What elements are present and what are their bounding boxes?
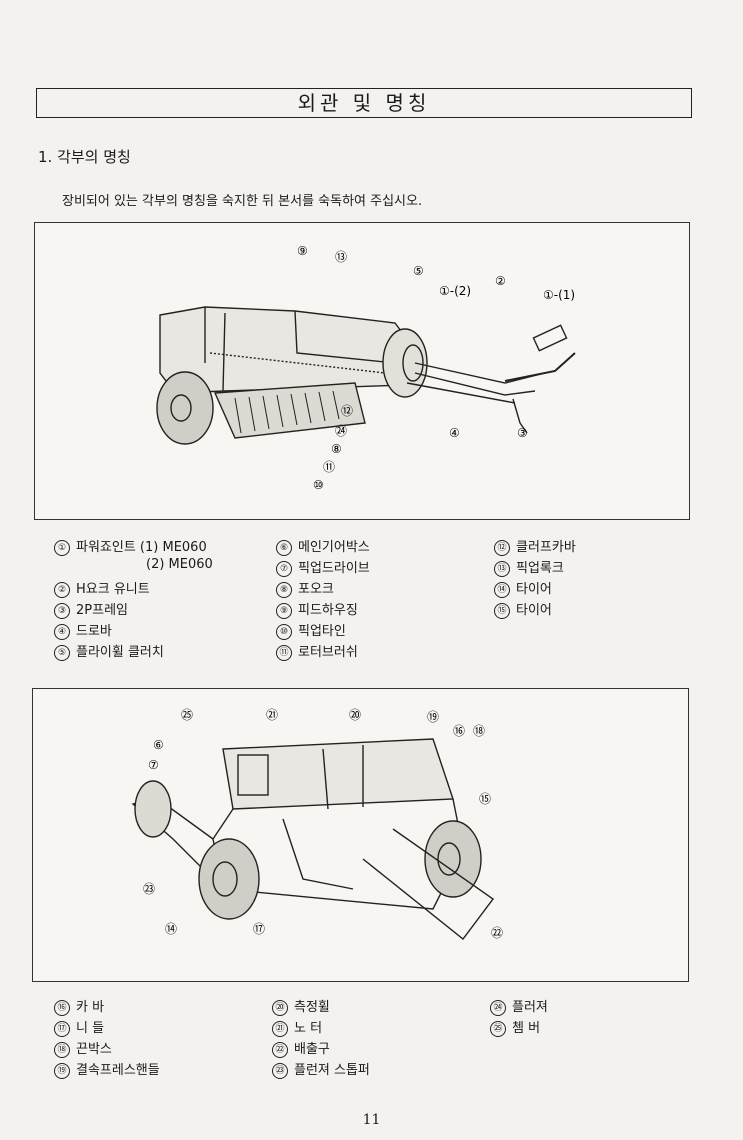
callout: ⑮ [479,792,491,806]
page-number: 11 [362,1112,381,1128]
legend-label: 배출구 [294,1042,330,1057]
legend-label: 끈박스 [76,1042,112,1057]
legend-number: ㉑ [272,1021,288,1037]
legend-label: 피드하우징 [298,603,358,618]
legend-number: ⑦ [276,561,292,577]
baler-front-figure: ⑨ ⑬ ⑤ ①-(2) ② ①-(1) ⑫ ㉔ ⑧ ⑪ ⑩ ④ ③ [34,222,690,520]
callout: ⑩ [313,478,324,492]
page-title: 외관 및 명칭 [36,88,692,118]
legend-label: 플러져 [512,1000,548,1015]
legend-label: 타이어 [516,603,552,618]
baler-rear-drawing: ㉕ ㉑ ⑳ ⑲ ⑯ ⑱ ⑥ ⑦ ⑮ ㉓ ⑭ ⑰ ㉒ [131,708,503,940]
legend-number: ⑩ [276,624,292,640]
legend-number: ⑧ [276,582,292,598]
callout: ② [495,274,506,288]
legend-number: ⑱ [54,1042,70,1058]
legend-label: 2P프레임 [76,603,128,618]
legend-number: ⑰ [54,1021,70,1037]
legend-number: ⑯ [54,1000,70,1016]
callout: ㉓ [143,882,155,896]
legend-number: ⑫ [494,540,510,556]
figure1-callouts: ⑨ ⑬ ⑤ ①-(2) ② ①-(1) ⑫ ㉔ ⑧ ⑪ ⑩ ④ ③ [297,244,575,492]
callout: ㉒ [491,926,503,940]
legend-label: 니 들 [76,1021,105,1036]
legend-number: ⑬ [494,561,510,577]
callout: ⑱ [473,724,485,738]
legend-number: ⑲ [54,1063,70,1079]
legend-number: ㉕ [490,1021,506,1037]
legend-label: 픽업드라이브 [298,561,370,576]
legend-number: ㉒ [272,1042,288,1058]
legend-label: 노 터 [294,1021,323,1036]
legend-label: 포오크 [298,582,334,597]
callout: ⑧ [331,442,342,456]
legend-label: 플라이휠 클러치 [76,645,164,660]
legend-number: ㉔ [490,1000,506,1016]
callout: ⑲ [427,710,439,724]
callout: ㉔ [335,424,347,438]
callout: ⑫ [341,404,353,418]
legend-number: ⑥ [276,540,292,556]
callout: ①-(1) [543,288,575,302]
callout: ③ [517,426,528,440]
legend-label: H요크 유니트 [76,582,150,597]
intro-text: 장비되어 있는 각부의 명칭을 숙지한 뒤 본서를 숙독하여 주십시오. [62,194,423,209]
legend-label: 플런져 스톱퍼 [294,1063,370,1078]
callout: ①-(2) [439,284,471,298]
legend-number: ⑤ [54,645,70,661]
legend-number: ⑳ [272,1000,288,1016]
legend-label: 측정휠 [294,1000,330,1015]
callout: ⑯ [453,724,465,738]
callout: ⑨ [297,244,308,258]
legend-number: ① [54,540,70,556]
legend-label: 픽업타인 [298,624,346,639]
callout: ⑬ [335,250,347,264]
legend-label: (2) ME060 [146,557,213,572]
legend-number: ⑨ [276,603,292,619]
callout: ㉕ [181,708,193,722]
callout: ⑭ [165,922,177,936]
callout: ⑰ [253,922,265,936]
legend-number: ② [54,582,70,598]
callout: ⑥ [153,738,164,752]
callout: ⑪ [323,460,335,474]
legend-label: 메인기어박스 [298,540,370,555]
callout: ㉑ [266,708,278,722]
callout: ④ [449,426,460,440]
legend-label: 클러프카바 [516,540,576,555]
legend-label: 드로바 [76,624,112,639]
legend-number: ⑮ [494,603,510,619]
baler-front-drawing: ⑨ ⑬ ⑤ ①-(2) ② ①-(1) ⑫ ㉔ ⑧ ⑪ ⑩ ④ ③ [156,244,576,492]
figure2-callouts: ㉕ ㉑ ⑳ ⑲ ⑯ ⑱ ⑥ ⑦ ⑮ ㉓ ⑭ ⑰ ㉒ [143,708,503,940]
callout: ⑦ [148,758,159,772]
legend-label: 결속프레스핸들 [76,1063,160,1078]
legend-label: 로터브러쉬 [298,645,358,660]
legend-label: 파워죠인트 (1) ME060 [76,540,207,555]
legend-number: ⑭ [494,582,510,598]
legend-label: 카 바 [76,1000,105,1015]
legend-number: ㉓ [272,1063,288,1079]
section-heading: 1. 각부의 명칭 [38,148,131,166]
legend-number: ④ [54,624,70,640]
legend-label: 타이어 [516,582,552,597]
callout: ⑳ [349,708,361,722]
legend-label: 쳄 버 [512,1021,541,1036]
legend-number: ⑪ [276,645,292,661]
legend-number: ③ [54,603,70,619]
legend-label: 픽업록크 [516,561,564,576]
baler-rear-figure: ㉕ ㉑ ⑳ ⑲ ⑯ ⑱ ⑥ ⑦ ⑮ ㉓ ⑭ ⑰ ㉒ [32,688,689,982]
callout: ⑤ [413,264,424,278]
